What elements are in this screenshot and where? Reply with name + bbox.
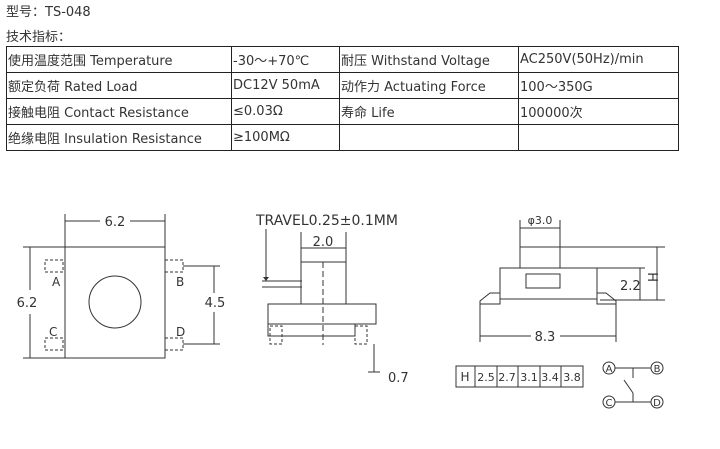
spec-label: [339, 124, 519, 151]
h-table-header: H: [460, 370, 469, 384]
pin-label-b: B: [176, 275, 184, 289]
h-table-value: 3.8: [563, 371, 581, 384]
spec-label: 动作力 Actuating Force: [339, 72, 519, 99]
h-dim-label: H: [647, 272, 662, 282]
spec-value: ≤0.03Ω: [231, 98, 340, 125]
pad-a: [44, 259, 64, 273]
spec-value: AC250V(50Hz)/min: [518, 46, 679, 73]
terminal-label-a: A: [606, 364, 613, 375]
switch-contact: [623, 379, 634, 394]
pin-dim: 0.7: [388, 371, 409, 386]
h-table-value: 3.4: [541, 371, 559, 384]
side-view: TRAVEL0.25±0.1MM 2.0 0.7: [255, 213, 409, 386]
spec-value: 100～350G: [518, 72, 679, 99]
spec-value: ≥100MΩ: [231, 124, 340, 151]
front-button: [519, 246, 561, 269]
pad-d: [164, 337, 184, 351]
pad-spacing-dim: 4.5: [205, 296, 226, 311]
side-body: [267, 303, 377, 325]
body-height-dim: 2.2: [620, 279, 641, 294]
h-table-value: 2.7: [498, 371, 516, 384]
top-width-dim: 6.2: [105, 215, 126, 230]
side-leg-right: [354, 325, 368, 345]
spec-label: 额定负荷 Rated Load: [6, 72, 232, 99]
pad-b: [164, 259, 184, 273]
h-table: H 2.5 2.7 3.1 3.4 3.8: [455, 365, 584, 388]
spec-label: 使用温度范围 Temperature: [6, 46, 232, 73]
spec-row: 绝缘电阻 Insulation Resistance≥100MΩ: [6, 124, 679, 151]
travel-note: TRAVEL0.25±0.1MM: [255, 213, 398, 229]
top-height-dim: 6.2: [17, 296, 38, 311]
spec-label: 绝缘电阻 Insulation Resistance: [6, 124, 232, 151]
button-diameter-dim: φ3.0: [528, 214, 553, 227]
front-view: φ3.0 H 2.2 8.3: [479, 214, 665, 345]
spec-value: [518, 124, 679, 151]
length-dim: 8.3: [535, 330, 556, 345]
spec-value: DC12V 50mA: [231, 72, 340, 99]
front-body: [499, 267, 598, 300]
spec-label: 耐压 Withstand Voltage: [339, 46, 519, 73]
tech-spec-title: 技术指标：: [6, 30, 72, 45]
terminal-label-b: B: [654, 364, 661, 375]
model-number: 型号：TS-048: [6, 5, 91, 20]
top-view-body: [64, 246, 166, 359]
terminal-label-c: C: [606, 398, 613, 409]
stem-width-dim: 2.0: [313, 235, 334, 250]
h-table-value: 2.5: [477, 371, 495, 384]
top-view-button: [88, 275, 142, 329]
top-view: 6.2 6.2 4.5 A B C D: [17, 214, 226, 359]
switch-schematic: A B C D: [602, 361, 664, 409]
pin-label-d: D: [176, 325, 185, 339]
pad-c: [44, 337, 64, 351]
side-leg-left: [269, 325, 283, 345]
h-table-value: 3.1: [520, 371, 538, 384]
terminal-label-d: D: [653, 398, 661, 409]
pin-label-a: A: [52, 275, 61, 289]
pin-label-c: C: [49, 325, 57, 339]
front-window: [525, 273, 561, 289]
